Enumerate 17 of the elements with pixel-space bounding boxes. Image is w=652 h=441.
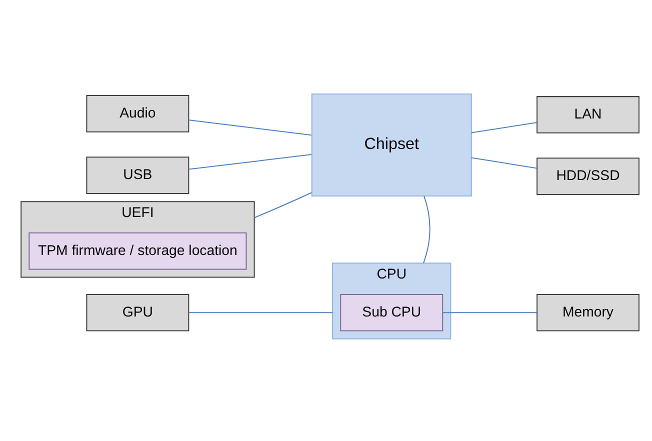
connector (188, 154, 312, 170)
node-box: Memory (536, 294, 640, 332)
node-box: Audio (86, 95, 190, 132)
node-box: LAN (536, 96, 640, 134)
connector (471, 122, 537, 134)
connector (471, 157, 537, 169)
connector (422, 196, 430, 264)
connector (254, 192, 312, 218)
node-box: TPM firmware / storage location (28, 232, 247, 270)
node-box: Sub CPU (340, 294, 444, 332)
node-box: Chipset (311, 94, 472, 197)
node-box: GPU (86, 294, 190, 332)
connector (188, 312, 333, 314)
connector (442, 312, 537, 314)
node-box: USB (86, 156, 190, 194)
node-box: HDD/SSD (536, 158, 640, 195)
connector (188, 119, 312, 136)
